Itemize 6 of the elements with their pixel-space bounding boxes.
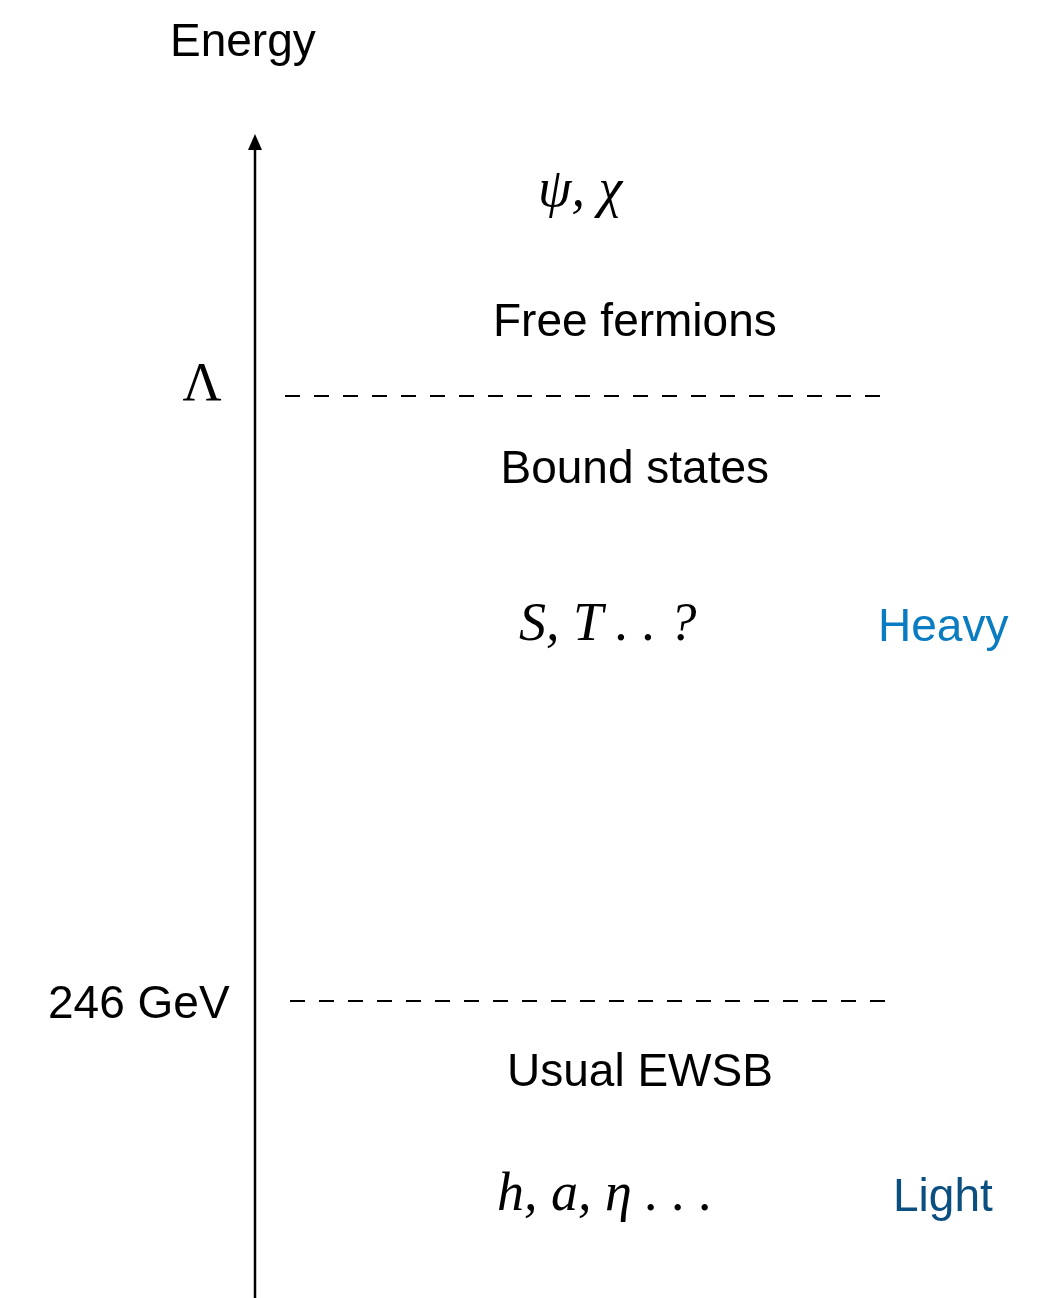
scale-symbol: Λ — [182, 355, 222, 409]
scale-label: 246 GeV — [48, 979, 230, 1025]
region-label: Usual EWSB — [507, 1047, 773, 1093]
region-label: Bound states — [500, 444, 770, 490]
state-symbols: S, T . . ? — [519, 595, 697, 649]
region-label: Free fermions — [493, 297, 777, 343]
